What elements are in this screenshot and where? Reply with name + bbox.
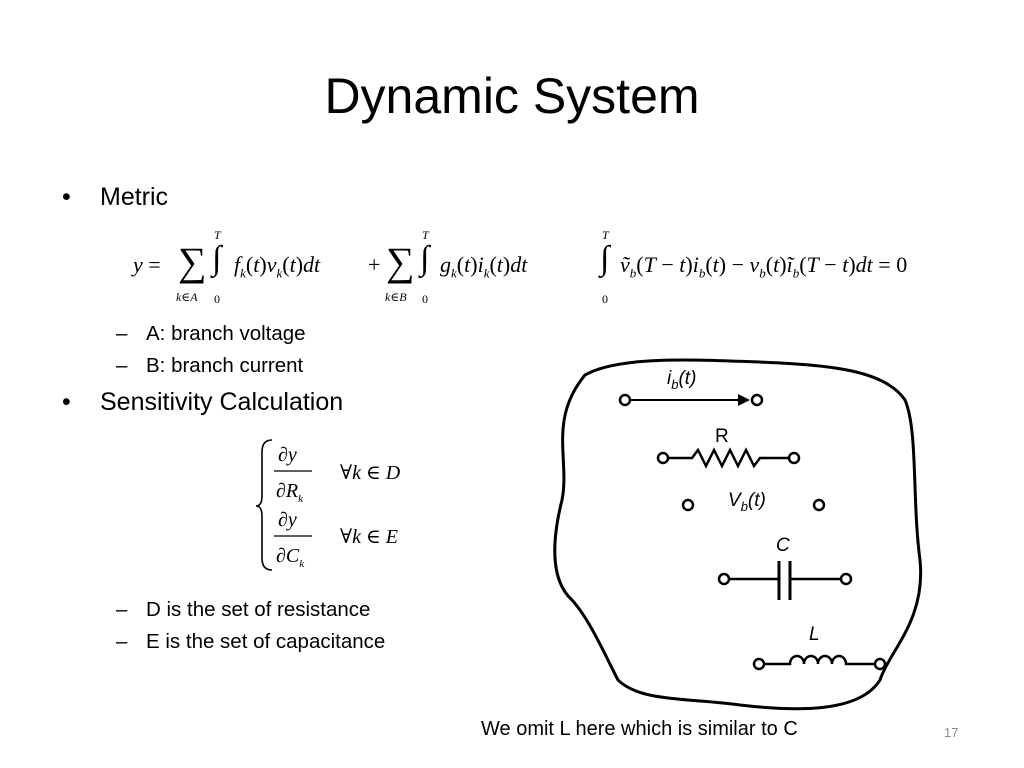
dash-glyph: – (116, 354, 128, 377)
bullet-sensitivity: • Sensitivity Calculation (62, 387, 344, 417)
subitem-e: – E is the set of capacitance (116, 629, 386, 655)
subitem-e-text: E is the set of capacitance (146, 630, 386, 653)
capacitor-icon (717, 561, 853, 600)
eq1-lhs: y = (133, 252, 161, 277)
eq1-int1: ∫ (212, 240, 222, 277)
eq1-int1-upper: T (214, 228, 221, 242)
eq2-int: ∫ (600, 240, 610, 277)
terminal-node (618, 393, 632, 407)
bullet-glyph: • (62, 388, 71, 416)
voltage-terminals (681, 498, 826, 512)
voltage-label: Vb(t) (728, 490, 766, 514)
resistor-icon (656, 447, 801, 469)
eq1-int2: ∫ (420, 240, 430, 277)
eq2-int-upper: T (602, 228, 609, 242)
capacitor-label: C (776, 535, 790, 556)
row2-numerator: ∂y (278, 509, 297, 531)
inductor-icon (752, 654, 887, 671)
subitem-d: – D is the set of resistance (116, 597, 371, 623)
eq1-plus: + (368, 252, 381, 277)
eq2-int-lower: 0 (602, 292, 608, 306)
bullet-glyph: • (62, 183, 71, 211)
bullet-metric: • Metric (62, 182, 169, 212)
arrow-head-icon (738, 394, 750, 406)
page-number: 17 (944, 725, 959, 740)
eq1-int2-upper: T (422, 228, 429, 242)
terminal-node (750, 393, 764, 407)
bullet-metric-text: Metric (100, 183, 169, 211)
row2-denominator: ∂C (276, 545, 300, 567)
slide-caption: We omit L here which is similar to C (481, 718, 798, 740)
dash-glyph: – (116, 630, 128, 653)
eq1-sum2-sub: k∈B (385, 290, 407, 304)
network-boundary (553, 358, 923, 711)
dash-glyph: – (116, 322, 128, 345)
eq1-sum2: ∑ (386, 239, 415, 284)
eq2-body: ṽb(T − t)ib(t) − vb(t)ĩb(T − t)dt = 0 (620, 252, 908, 281)
row1-condition: ∀k ∈ D (340, 462, 401, 484)
eq1-term1: fk(t)vk(t)dt (234, 252, 321, 281)
current-label: ib(t) (667, 368, 696, 392)
inductor-label: L (809, 624, 820, 645)
row2-condition: ∀k ∈ E (340, 526, 398, 548)
slide-title: Dynamic System (324, 68, 700, 124)
dash-glyph: – (116, 598, 128, 621)
subitem-b-text: B: branch current (146, 354, 304, 377)
eq1-sum1-sub: k∈A (176, 290, 198, 304)
subitem-a: – A: branch voltage (116, 321, 306, 347)
eq1-sum1: ∑ (178, 239, 207, 284)
bullet-sensitivity-text: Sensitivity Calculation (100, 388, 344, 416)
subitem-b: – B: branch current (116, 353, 304, 379)
subitem-d-text: D is the set of resistance (146, 598, 371, 621)
subitem-a-text: A: branch voltage (146, 322, 306, 345)
row2-den-sub: k (299, 558, 305, 570)
eq1-int1-lower: 0 (214, 292, 220, 306)
row1-numerator: ∂y (278, 444, 297, 466)
left-brace (255, 439, 273, 571)
row1-den-sub: k (298, 493, 303, 505)
row1-denominator: ∂R (276, 480, 299, 502)
eq1-term2: gk(t)ik(t)dt (440, 252, 528, 281)
eq1-int2-lower: 0 (422, 292, 428, 306)
resistor-label: R (715, 426, 729, 447)
current-branch (618, 393, 764, 407)
